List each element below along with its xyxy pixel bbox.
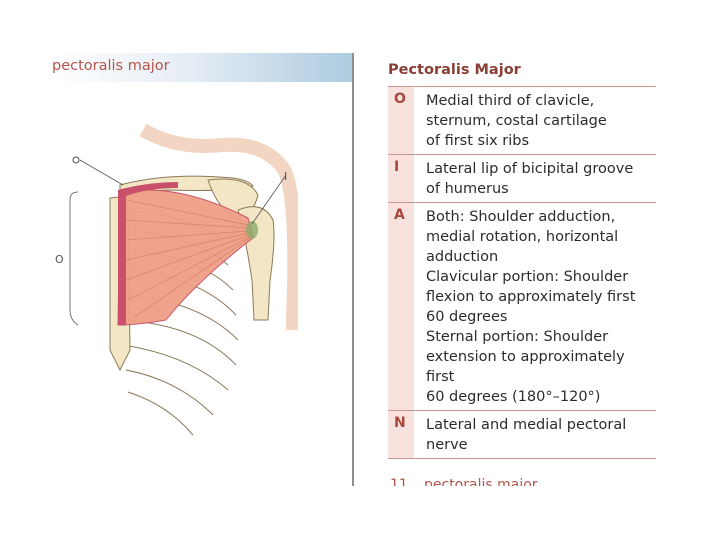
- row-key: A: [388, 203, 414, 411]
- table-title: Pectoralis Major: [388, 62, 521, 78]
- table-row: O Medial third of clavicle, sternum, cos…: [388, 87, 656, 155]
- row-key: O: [388, 87, 414, 155]
- footer-number: 11: [390, 477, 408, 486]
- row-text: Lateral and medial pectoral nerve: [414, 411, 656, 459]
- footer-caption: 11 pectoralis major: [388, 476, 688, 486]
- origin-label: O: [55, 253, 64, 266]
- figure-header-bar: pectoralis major: [48, 53, 353, 82]
- origin-bracket: [70, 192, 78, 325]
- muscle-info-table: O Medial third of clavicle, sternum, cos…: [388, 86, 656, 459]
- row-key: I: [388, 155, 414, 203]
- row-text: Medial third of clavicle, sternum, costa…: [414, 87, 656, 155]
- table-row: I Lateral lip of bicipital groove of hum…: [388, 155, 656, 203]
- row-text: Lateral lip of bicipital groove of humer…: [414, 155, 656, 203]
- row-key: N: [388, 411, 414, 459]
- origin-marker: [73, 157, 79, 163]
- insertion-label: I: [284, 170, 287, 183]
- figure-title: pectoralis major: [52, 58, 170, 74]
- footer-title: pectoralis major: [424, 477, 538, 486]
- origin-leader: [80, 160, 123, 185]
- row-text: Both: Shoulder adduction, medial rotatio…: [414, 203, 656, 411]
- column-divider: [352, 53, 354, 486]
- table-row: N Lateral and medial pectoral nerve: [388, 411, 656, 459]
- pectoralis-major-illustration: I O: [48, 120, 298, 450]
- table-row: A Both: Shoulder adduction, medial rotat…: [388, 203, 656, 411]
